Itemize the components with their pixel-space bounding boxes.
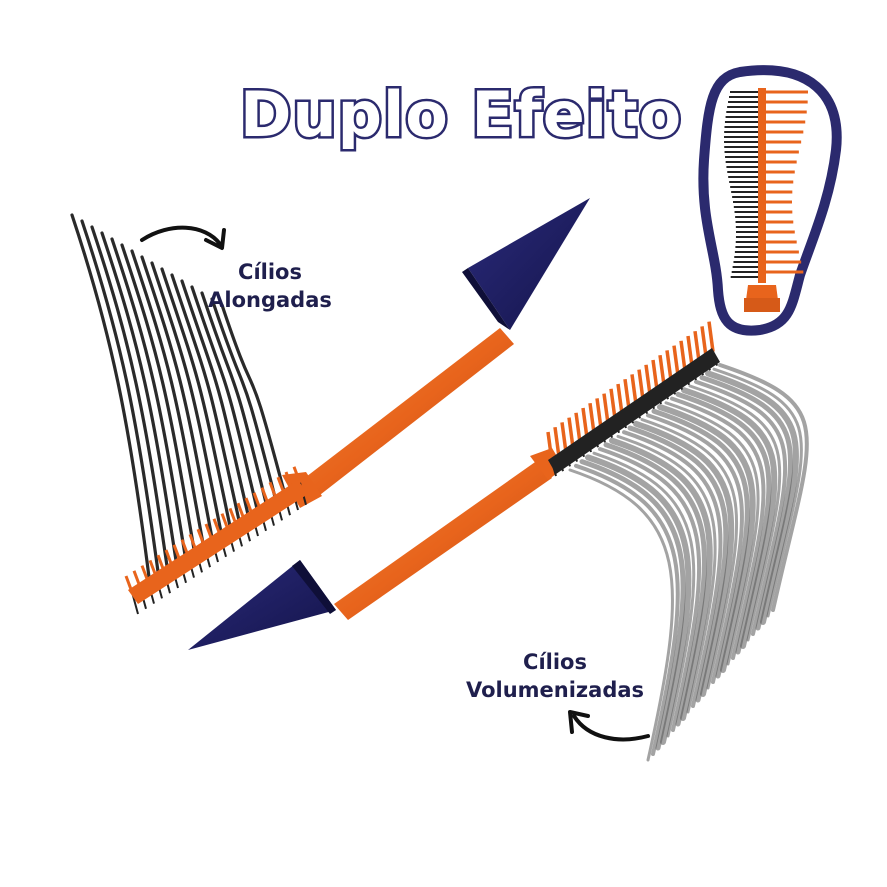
- bristle: [686, 335, 694, 367]
- lash-strand: [180, 279, 251, 521]
- lash-strand: [150, 261, 224, 539]
- lengthening-label: Cílios Alongadas: [190, 258, 350, 314]
- volume-strand: [712, 367, 803, 618]
- volume-strand: [633, 420, 735, 697]
- volume-strand: [651, 408, 750, 679]
- volume-strand: [627, 425, 729, 703]
- lash-strand: [110, 237, 188, 563]
- bristle: [658, 354, 666, 386]
- volume-strand: [664, 401, 760, 666]
- bristle: [693, 330, 701, 362]
- bristle: [623, 378, 631, 410]
- bristle: [581, 407, 589, 439]
- lengthening-label-line1: Cílios: [238, 260, 302, 284]
- bristle: [637, 369, 645, 400]
- lash-strand: [90, 225, 170, 575]
- volumizing-label-line1: Cílios: [523, 650, 587, 674]
- volume-strand: [705, 370, 799, 625]
- bristle: [700, 326, 708, 357]
- bristle: [560, 422, 568, 453]
- lash-strand: [100, 231, 179, 569]
- volume-strand: [694, 379, 788, 636]
- lash-strand: [70, 213, 152, 587]
- bristle: [553, 426, 561, 458]
- lash-strand: [220, 303, 287, 497]
- bristle: [679, 340, 687, 372]
- arrow-lengthening: [140, 225, 226, 250]
- bristle: [567, 417, 575, 448]
- volume-strand: [616, 434, 717, 714]
- bristle: [602, 393, 610, 424]
- lengthening-label-line2: Alongadas: [208, 288, 332, 312]
- lash-strand: [170, 273, 242, 527]
- volume-strand: [603, 442, 707, 727]
- bristle: [630, 374, 638, 405]
- volumizing-brush: [188, 321, 809, 762]
- volume-strand: [574, 463, 680, 756]
- bristle: [292, 466, 302, 484]
- volume-strand: [699, 375, 793, 631]
- lash-strand: [120, 243, 197, 557]
- volume-strand: [675, 391, 772, 655]
- lash-strand: [200, 291, 269, 509]
- volume-strand: [568, 468, 674, 762]
- bristle: [651, 359, 659, 391]
- volume-strand: [585, 454, 692, 745]
- arrow-volumizing: [568, 710, 650, 742]
- bristle: [665, 350, 673, 381]
- volume-strand: [718, 363, 809, 612]
- bristle: [595, 398, 603, 429]
- volume-strand: [657, 404, 756, 673]
- volume-strand: [579, 459, 686, 751]
- volume-strand: [640, 418, 739, 690]
- bristle: [672, 345, 680, 376]
- volume-strand: [592, 451, 696, 738]
- volume-strand: [622, 430, 723, 708]
- volume-strand: [681, 387, 778, 649]
- bristle: [609, 388, 617, 420]
- bristle: [588, 402, 596, 434]
- bristle: [644, 364, 652, 396]
- bristle: [574, 412, 582, 444]
- volumizing-label: Cílios Volumenizadas: [455, 648, 655, 704]
- volume-strand: [670, 396, 766, 660]
- brush-closeup-inset: [698, 65, 842, 336]
- bristle: [616, 383, 624, 415]
- page-title: Duplo Efeito: [238, 76, 684, 154]
- bristle: [546, 431, 554, 463]
- volume-strand: [609, 437, 713, 721]
- lash-strand: [210, 297, 278, 503]
- lengthening-brush: [70, 198, 590, 615]
- lash-strand: [130, 249, 206, 551]
- volume-strand: [688, 384, 782, 642]
- lash-strand: [80, 219, 161, 581]
- volume-strand: [598, 447, 702, 732]
- lash-strand: [190, 285, 260, 515]
- lash-strand: [140, 255, 215, 545]
- bristle: [707, 321, 715, 352]
- lash-strand: [160, 267, 233, 533]
- volume-strand: [646, 413, 745, 684]
- volumizing-label-line2: Volumenizadas: [465, 678, 645, 702]
